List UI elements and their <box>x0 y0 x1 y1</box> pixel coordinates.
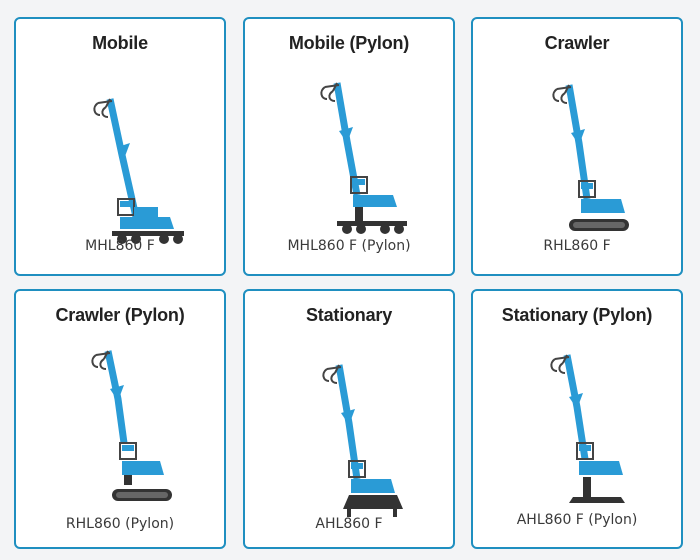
card-title: Mobile (Pylon) <box>288 33 410 53</box>
card-model: MHL860 F (Pylon) <box>287 238 411 254</box>
card-model: AHL860 F (Pylon) <box>516 512 638 528</box>
card-model: RHL860 (Pylon) <box>65 516 175 532</box>
material-handler-stationary-icon <box>322 364 403 517</box>
card-title: Stationary <box>305 305 393 325</box>
card-title: Crawler <box>544 33 610 53</box>
card-model: RHL860 F <box>543 238 611 254</box>
card-model: MHL860 F <box>85 238 155 254</box>
card-title: Stationary (Pylon) <box>501 305 653 325</box>
variant-card-crawler[interactable]: Crawler RHL860 F <box>471 17 683 276</box>
variant-card-crawler-pylon[interactable]: Crawler (Pylon) RHL860 (Pylon) <box>14 289 226 549</box>
material-handler-stationary-pylon-icon <box>550 354 625 503</box>
variant-card-stationary-pylon[interactable]: Stationary (Pylon) AHL860 F (Pylon) <box>471 289 683 549</box>
variant-card-mobile-pylon[interactable]: Mobile (Pylon) MHL860 F (Pylon) <box>243 17 455 276</box>
material-handler-mobile-icon <box>93 98 184 244</box>
material-handler-crawler-icon <box>552 84 629 231</box>
variant-card-mobile[interactable]: Mobile MHL860 F <box>14 17 226 276</box>
card-title: Mobile <box>92 33 148 53</box>
card-model: AHL860 F <box>315 516 383 532</box>
card-title: Crawler (Pylon) <box>55 305 185 325</box>
variant-card-stationary[interactable]: Stationary AHL860 F <box>243 289 455 549</box>
material-handler-mobile-pylon-icon <box>320 82 407 234</box>
material-handler-crawler-pylon-icon <box>91 350 172 501</box>
